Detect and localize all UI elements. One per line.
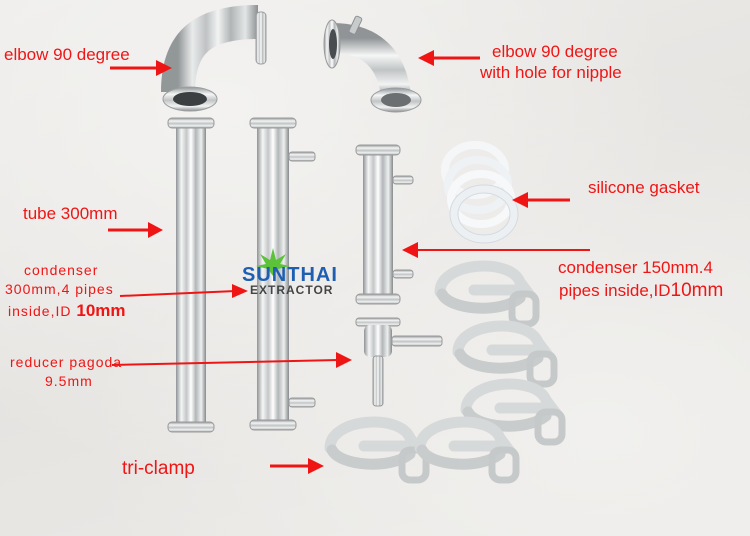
sunthai-logo: SUNTHAI EXTRACTOR bbox=[240, 248, 370, 297]
label-condenser-right-line1: condenser 150mm.4 bbox=[558, 258, 713, 277]
silicone-gaskets-part bbox=[441, 141, 518, 243]
label-text: pipes inside,ID bbox=[559, 281, 671, 300]
label-condenser-right-line2: pipes inside,ID10mm bbox=[559, 280, 723, 302]
label-elbow-right-line2: with hole for nipple bbox=[480, 63, 622, 82]
label-id-size: 10mm bbox=[670, 280, 724, 301]
leaf-icon bbox=[256, 248, 290, 276]
elbow-left-part bbox=[161, 5, 267, 112]
reducer-pagoda-part bbox=[355, 317, 443, 407]
annotation-arrows bbox=[108, 50, 590, 474]
label-tri-clamp: tri-clamp bbox=[122, 458, 195, 479]
brand-name: SUNTHAI bbox=[242, 264, 338, 286]
tri-clamps-part bbox=[324, 260, 566, 484]
brand-subtitle: EXTRACTOR bbox=[250, 283, 334, 297]
label-condenser-left-line1: condenser bbox=[24, 262, 99, 278]
tube-300mm-part bbox=[167, 117, 215, 433]
label-condenser-left-line3: inside,ID 10mm bbox=[8, 301, 126, 321]
label-silicone-gasket: silicone gasket bbox=[588, 178, 700, 197]
label-id-size: 10mm bbox=[76, 301, 126, 320]
label-reducer-line1: reducer pagoda bbox=[10, 354, 123, 370]
label-reducer-line2: 9.5mm bbox=[45, 373, 93, 389]
condenser-150mm-part bbox=[355, 144, 414, 305]
label-elbow-right-line1: elbow 90 degree bbox=[492, 42, 618, 61]
label-text: inside,ID bbox=[8, 303, 77, 319]
label-condenser-left-line2: 300mm,4 pipes bbox=[5, 281, 114, 297]
label-elbow-left: elbow 90 degree bbox=[4, 45, 130, 64]
label-tube: tube 300mm bbox=[23, 204, 118, 223]
elbow-right-part bbox=[323, 15, 422, 113]
